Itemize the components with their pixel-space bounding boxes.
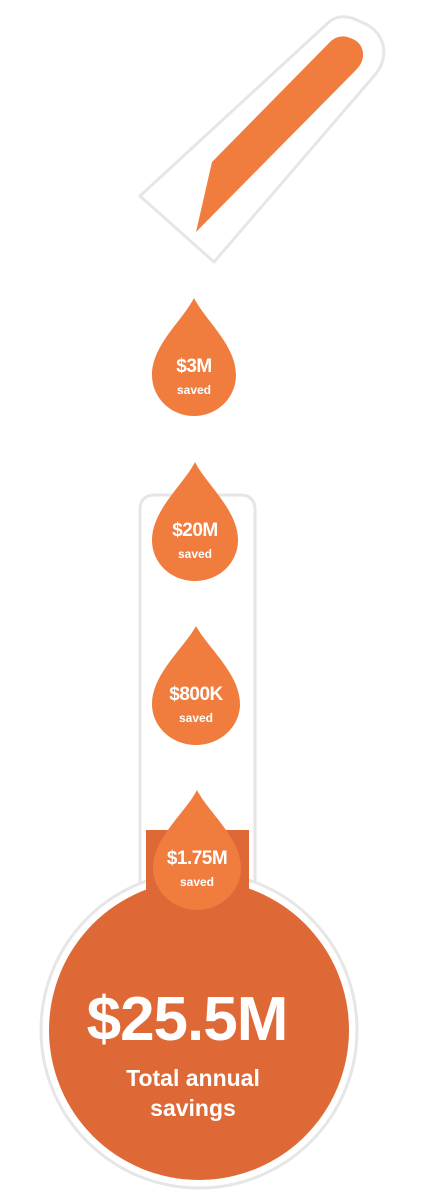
drop-1-75m: $1.75M saved xyxy=(153,790,241,910)
total-savings-value: $25.5M xyxy=(87,985,288,1054)
total-savings-label-line2: savings xyxy=(150,1095,236,1121)
drop-label: saved xyxy=(178,547,212,561)
dropper-icon xyxy=(137,15,386,265)
drop-value: $1.75M xyxy=(167,848,227,869)
dropper-fill xyxy=(196,36,364,232)
total-savings-label-line1: Total annual xyxy=(126,1065,260,1091)
drop-3m: $3M saved xyxy=(152,298,236,416)
drop-label: saved xyxy=(179,711,213,725)
drop-value: $3M xyxy=(176,356,211,377)
drop-value: $800K xyxy=(169,684,223,705)
drop-800k: $800K saved xyxy=(152,626,240,745)
drop-label: saved xyxy=(177,383,211,397)
drop-20m: $20M saved xyxy=(152,462,238,581)
drop-value: $20M xyxy=(172,520,218,541)
thermometer-bulb xyxy=(49,880,349,1180)
drop-label: saved xyxy=(180,875,214,889)
